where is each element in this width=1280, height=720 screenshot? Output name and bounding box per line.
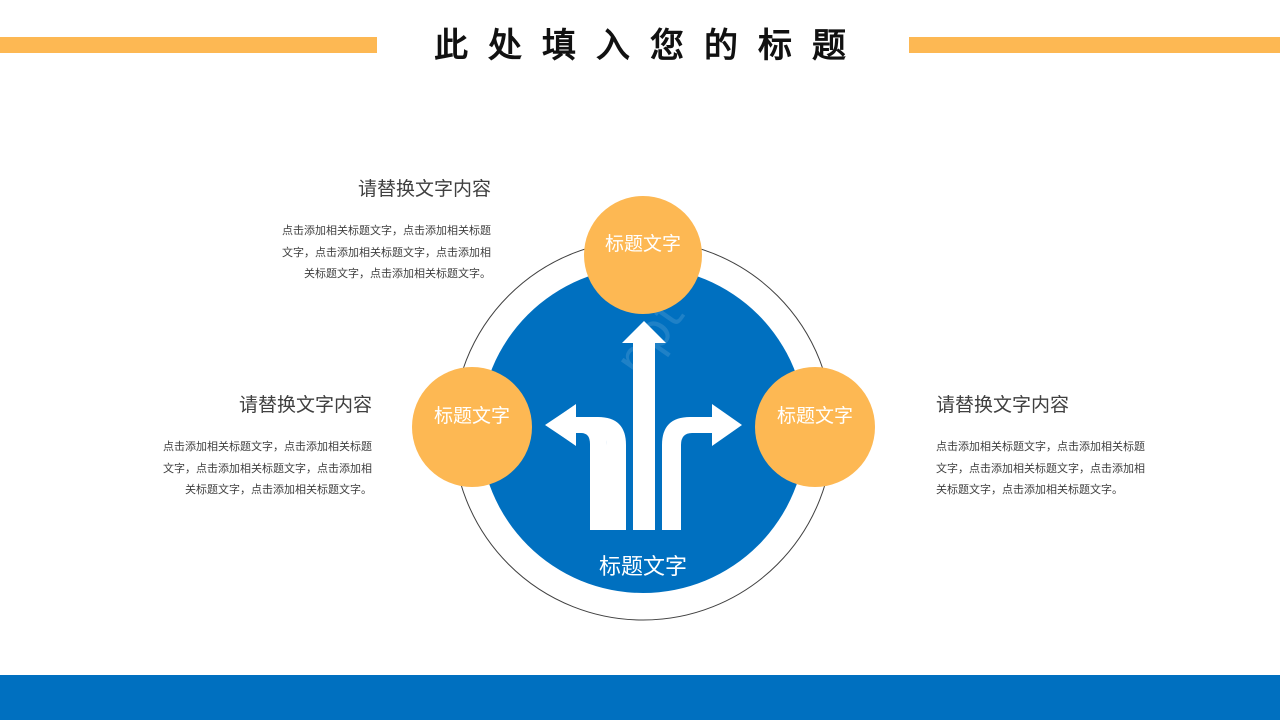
node-top-circle xyxy=(584,196,702,314)
block-line: 文字，点击添加相关标题文字，点击添加相 xyxy=(936,461,1145,475)
center-label: 标题文字 xyxy=(598,555,687,580)
text-block-top-left: 请替换文字内容 点击添加相关标题文字，点击添加相关标题 文字，点击添加相关标题文… xyxy=(250,176,491,285)
node-right-circle xyxy=(755,367,875,487)
text-block-right: 请替换文字内容 点击添加相关标题文字，点击添加相关标题 文字，点击添加相关标题文… xyxy=(936,392,1186,501)
block-line: 关标题文字，点击添加相关标题文字。 xyxy=(304,267,491,280)
block-heading: 请替换文字内容 xyxy=(238,394,372,416)
block-line: 点击添加相关标题文字，点击添加相关标题 xyxy=(936,440,1145,453)
block-line: 关标题文字，点击添加相关标题文字。 xyxy=(185,483,372,496)
node-left-circle xyxy=(412,367,532,487)
title-left-accent-bar xyxy=(0,37,377,53)
block-line: 点击添加相关标题文字，点击添加相关标题 xyxy=(163,440,372,453)
node-top-label: 标题文字 xyxy=(604,233,681,255)
block-line: 点击添加相关标题文字，点击添加相关标题 xyxy=(282,224,491,237)
left-turn-arrow-icon xyxy=(546,404,626,530)
node-right-label: 标题文字 xyxy=(776,405,853,427)
block-line: 文字，点击添加相关标题文字，点击添加相 xyxy=(282,245,491,259)
node-left-label: 标题文字 xyxy=(433,405,510,427)
three-way-arrows-icon xyxy=(545,321,742,530)
block-heading: 请替换文字内容 xyxy=(357,178,491,200)
block-line: 文字，点击添加相关标题文字，点击添加相 xyxy=(163,461,372,475)
page-title: 此处填入您的标题 xyxy=(434,26,866,66)
text-block-left: 请替换文字内容 点击添加相关标题文字，点击添加相关标题 文字，点击添加相关标题文… xyxy=(130,392,372,501)
footer-bar xyxy=(0,675,1280,720)
title-right-accent-bar xyxy=(909,37,1280,53)
block-heading: 请替换文字内容 xyxy=(936,394,1070,416)
block-line: 关标题文字，点击添加相关标题文字。 xyxy=(936,483,1123,496)
